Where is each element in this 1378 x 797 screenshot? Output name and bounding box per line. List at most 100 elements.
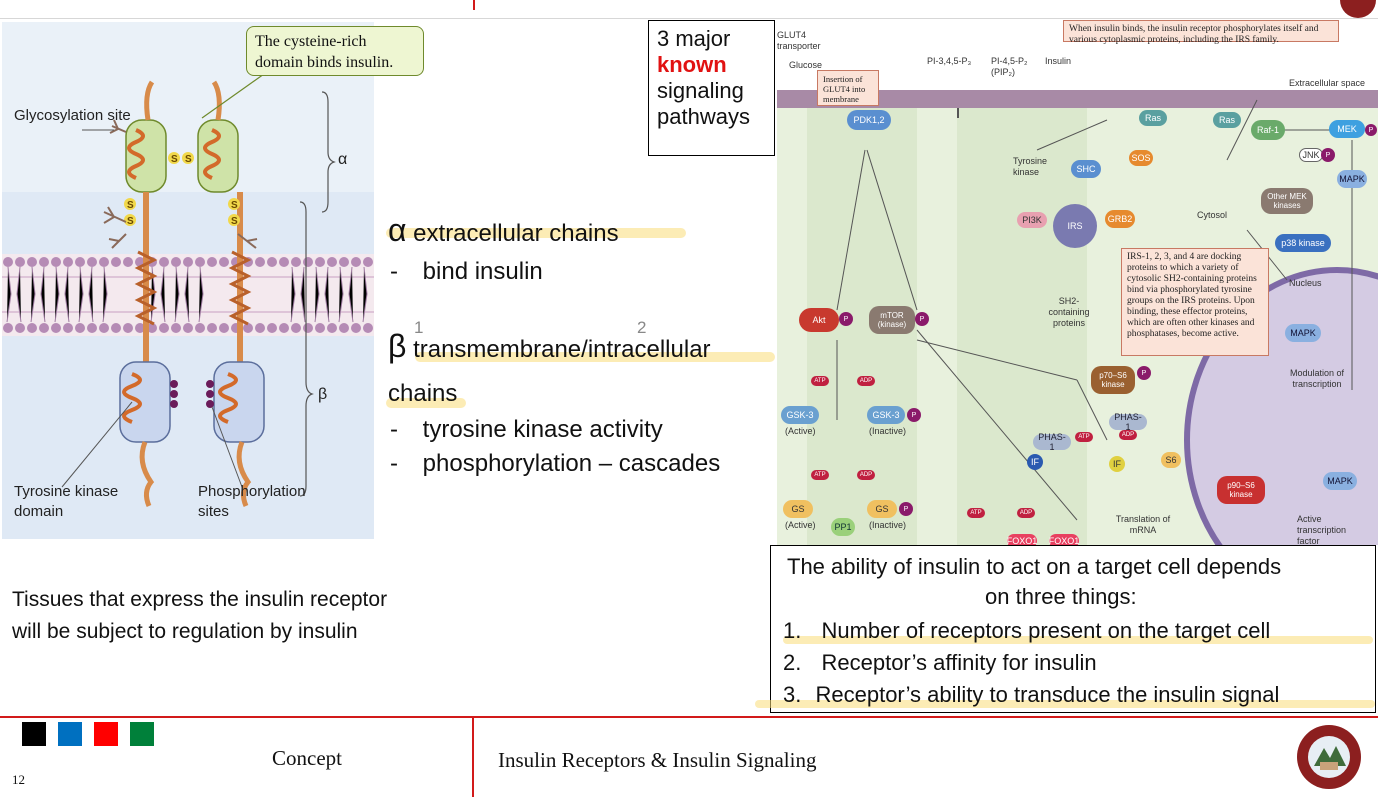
annotation-1: 1 [414,318,424,337]
ability-item-text: Number of receptors present on the targe… [821,618,1271,643]
pip2-label: PI-4,5-P₂ (PIP₂) [991,56,1028,77]
svg-text:S: S [231,216,238,227]
dash: - [390,258,398,285]
color-square-blue [58,722,82,746]
pi3k-node: PI3K [1017,212,1047,228]
alpha-label: α [338,151,348,168]
cysteine-callout: The cysteine-rich domain binds insulin. [246,26,424,76]
alpha-heading: extracellular chains [413,220,619,247]
ability-item-num: 3. [783,682,802,707]
p38-node: p38 kinase [1275,234,1331,252]
ras-node: Ras [1139,110,1167,126]
jnk-node: JNK [1299,148,1323,162]
ability-box: The ability of insulin to act on a targe… [755,545,1376,713]
callout-pointer [201,73,265,119]
adp-badge-3: ADP [1017,508,1035,518]
disulfide-bonds: S S S S S S [124,152,240,227]
footer-divider [0,716,1378,718]
slide-title: Insulin Receptors & Insulin Signaling [498,748,817,772]
beta-item-2: - phosphorylation – cascades [390,450,720,478]
top-note: When insulin binds, the insulin receptor… [1063,20,1339,45]
gs-inactive-label: (Inactive) [869,520,907,530]
extracellular-label: Extracellular space [1289,78,1366,88]
ability-heading-1: The ability of insulin to act on a targe… [787,554,1282,579]
tyrosine-kinase-text: Tyrosine kinase [1013,156,1048,177]
receptor-illustration: S S S S S S [2,22,374,539]
irs-note: IRS-1, 2, 3, and 4 are docking proteins … [1121,248,1269,356]
ability-item-num: 1. [783,618,802,643]
pip3-label: PI-3,4,5-P₃ [927,56,972,66]
mapk-node-1: MAPK [1337,170,1367,188]
annotation-2: 2 [637,318,647,337]
alpha-item-text: bind insulin [422,258,543,285]
atp-badge-3: ATP [967,508,985,518]
foxo1-node-2: FOXO1 [1049,534,1079,545]
phospho-badge-mek: P [1365,124,1377,136]
phospho-badge-akt: P [839,312,853,326]
top-accent-tick [473,0,475,10]
pathways-line-1: 3 major [657,26,731,51]
foxo1-node: FOXO1 [1007,534,1037,545]
svg-text:S: S [231,200,238,211]
tissues-line-1: Tissues that express the insulin recepto… [12,588,388,611]
tk-pointer [61,401,133,488]
gsk-inactive-label: (Inactive) [869,426,907,436]
adp-badge-4: ADP [1119,430,1137,440]
dash: - [390,416,398,443]
pathways-box: 3 major known signaling pathways [648,20,775,156]
glycosylation-label: Glycosylation site [14,107,131,124]
alpha-brace [321,91,336,213]
insertion-note: Insertion of GLUT4 into membrane [817,70,879,106]
tyrosine-kinase-label: Tyrosine kinase domain [14,483,119,520]
sos-node: SOS [1129,150,1153,166]
mtor-node: mTOR (kinase) [869,306,915,334]
highlight-item-1 [783,636,1373,644]
pdk-node: PDK1,2 [847,110,891,130]
footer-vertical-divider [472,718,474,797]
lipid-heads-top [3,257,373,267]
ras-node-2: Ras [1213,112,1241,128]
beta-label: β [318,386,328,403]
alpha-heading-line: α extracellular chains [388,212,619,249]
mek-node: MEK [1329,120,1365,138]
nucleus-label: Nucleus [1289,278,1322,288]
color-square-black [22,722,46,746]
other-mek-node: Other MEK kinases [1261,188,1313,214]
beta-symbol: β [388,328,407,364]
beta-heading-line: β transmembrane/intracellular [388,328,711,365]
phosphorylation-label: Phosphorylation sites [198,483,306,520]
ability-item-2: 2. Receptor’s affinity for insulin [783,650,1097,676]
ability-item-1: 1. Number of receptors present on the ta… [783,618,1270,644]
slide-number: 12 [12,772,25,787]
gs-active-node: GS [783,500,813,518]
phospho-badge-gs: P [899,502,913,516]
svg-text:S: S [171,154,178,165]
top-logo-fragment [1340,0,1376,18]
akt-node: Akt [799,308,839,332]
insulin-label: Insulin [1045,56,1072,66]
beta-item-text-1: tyrosine kinase activity [422,416,663,443]
glucose-label: Glucose [789,60,823,70]
glut4-label: GLUT4 transporter [777,30,821,51]
gs-active-label: (Active) [785,520,816,530]
svg-text:S: S [127,216,134,227]
phospho-badge-mtor: P [915,312,929,326]
highlight-beta [415,352,775,362]
mapk-node-2: MAPK [1285,324,1321,342]
receptor-chain-left [119,80,178,507]
modulation-label: Modulation of transcription [1289,368,1345,389]
irs-node: IRS [1053,204,1097,248]
atp-badge-2: ATP [811,470,829,480]
beta-heading: transmembrane/intracellular [413,336,711,363]
cytosol-label: Cytosol [1197,210,1228,220]
tissues-line-2: will be subject to regulation by insulin [12,620,358,643]
receptor-chain-right [197,80,265,507]
phospho-badge-p70: P [1137,366,1151,380]
color-square-green [130,722,154,746]
pp1-node: PP1 [831,518,855,536]
pathways-line-known: known [657,52,727,77]
svg-text:S: S [185,154,192,165]
svg-text:S: S [127,200,134,211]
lipid-heads-bottom [3,323,373,333]
adp-badge-1: ADP [857,376,875,386]
